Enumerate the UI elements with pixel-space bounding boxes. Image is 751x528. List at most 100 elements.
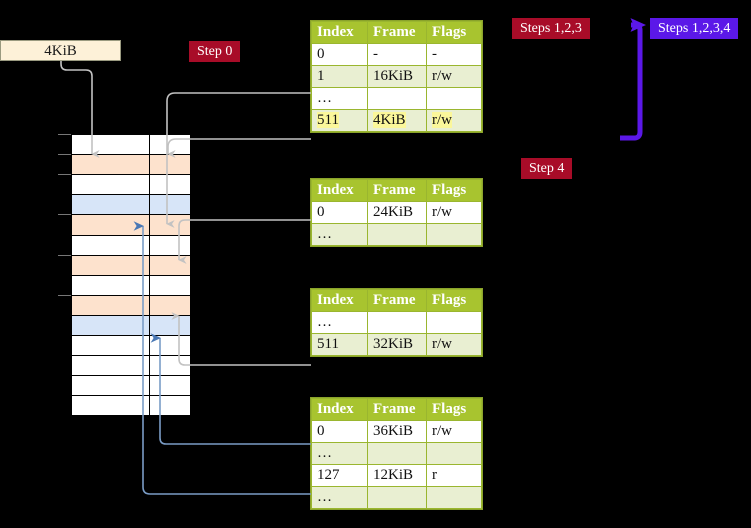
table-row: 0 24KiB r/w	[311, 201, 482, 224]
memory-frame-row	[71, 294, 191, 316]
col-header-flags: Flags	[426, 21, 482, 44]
step-4-label: Step 4	[529, 161, 565, 176]
table-row: 1 16KiB r/w	[311, 65, 482, 88]
cell-text: r/w	[432, 423, 452, 439]
table-header-row: Index Frame Flags	[311, 398, 482, 421]
memory-frame-grid	[58, 134, 191, 417]
cell-flags: r/w	[426, 65, 482, 88]
cell-flags	[426, 311, 482, 334]
cell-text: 127	[317, 467, 340, 483]
cell-index: 0	[311, 43, 368, 66]
cell-flags: r/w	[426, 420, 482, 443]
table-row: …	[311, 486, 482, 509]
memory-frame-row	[71, 194, 191, 216]
cell-index: 127	[311, 464, 368, 487]
cell-index: 511	[311, 109, 368, 132]
memory-frame-row	[71, 335, 191, 357]
cell-text: …	[317, 445, 332, 461]
memory-frame-row	[71, 375, 191, 397]
cell-text: 36KiB	[373, 423, 414, 439]
memory-row-tick	[58, 214, 71, 216]
cell-frame: 24KiB	[367, 201, 427, 224]
cell-text: 1	[317, 68, 325, 84]
pd-table: Index Frame Flags … 511 32KiB r/w	[311, 289, 482, 356]
table-row: …	[311, 223, 482, 246]
memory-frame-row	[71, 154, 191, 176]
cell-flags	[426, 223, 482, 246]
step-0-label: Step 0	[197, 44, 233, 59]
col-header-flags: Flags	[426, 398, 482, 421]
cell-flags: r/w	[426, 333, 482, 356]
memory-frame-row	[71, 174, 191, 196]
cell-flags: -	[426, 43, 482, 66]
col-header-index: Index	[311, 398, 368, 421]
memory-frame-row	[71, 234, 191, 256]
cell-text: 0	[317, 204, 325, 220]
cell-text: 12KiB	[373, 467, 414, 483]
cell-index: …	[311, 87, 368, 110]
cell-text: 0	[317, 46, 325, 62]
cell-frame: 16KiB	[367, 65, 427, 88]
cell-text: r/w	[432, 112, 452, 128]
cell-text: 511	[317, 336, 339, 352]
memory-frame-row	[71, 134, 191, 156]
cell-text: r/w	[432, 68, 452, 84]
col-header-index: Index	[311, 289, 368, 312]
cell-index: 0	[311, 201, 368, 224]
col-header-index: Index	[311, 21, 368, 44]
table-header-row: Index Frame Flags	[311, 289, 482, 312]
cell-index: …	[311, 442, 368, 465]
memory-row-tick	[58, 294, 71, 296]
cell-text: -	[432, 46, 437, 62]
cell-frame	[367, 442, 427, 465]
cell-flags	[426, 442, 482, 465]
memory-row-tick	[58, 134, 71, 135]
table-row: …	[311, 87, 482, 110]
cell-frame	[367, 87, 427, 110]
steps-1234-badge: Steps 1,2,3,4	[650, 18, 739, 39]
cell-text: 511	[317, 112, 339, 128]
cell-text: …	[317, 489, 332, 505]
steps-123-badge: Steps 1,2,3	[512, 18, 590, 39]
step-0-badge: Step 0	[189, 41, 241, 62]
memory-frame-row	[71, 395, 191, 417]
connector-pdp-to-frame	[178, 219, 311, 264]
table-row: …	[311, 311, 482, 334]
cell-text: 32KiB	[373, 336, 414, 352]
cell-frame	[367, 223, 427, 246]
steps-1234-label: Steps 1,2,3,4	[658, 21, 731, 36]
step-4-badge: Step 4	[521, 158, 573, 179]
memory-frame-row	[71, 314, 191, 336]
cell-frame	[367, 486, 427, 509]
cell-text: r/w	[432, 336, 452, 352]
cell-index: 1	[311, 65, 368, 88]
cell-text: …	[317, 314, 332, 330]
cell-text: -	[373, 46, 378, 62]
cell-frame	[367, 311, 427, 334]
cell-flags	[426, 486, 482, 509]
cell-text: 24KiB	[373, 204, 414, 220]
memory-size-label: 4KiB	[44, 43, 77, 59]
cell-frame: 32KiB	[367, 333, 427, 356]
memory-row-tick	[58, 254, 71, 256]
table-header-row: Index Frame Flags	[311, 21, 482, 44]
memory-grid-divider	[149, 134, 150, 417]
steps-1234-arrow	[620, 18, 646, 141]
cell-index: …	[311, 311, 368, 334]
cell-index: 511	[311, 333, 368, 356]
cell-text: 16KiB	[373, 68, 414, 84]
col-header-index: Index	[311, 179, 368, 202]
table-row: …	[311, 442, 482, 465]
cell-text: r/w	[432, 204, 452, 220]
col-header-frame: Frame	[367, 289, 427, 312]
cell-frame: 36KiB	[367, 420, 427, 443]
col-header-frame: Frame	[367, 398, 427, 421]
cell-index: …	[311, 486, 368, 509]
cell-flags: r/w	[426, 109, 482, 132]
